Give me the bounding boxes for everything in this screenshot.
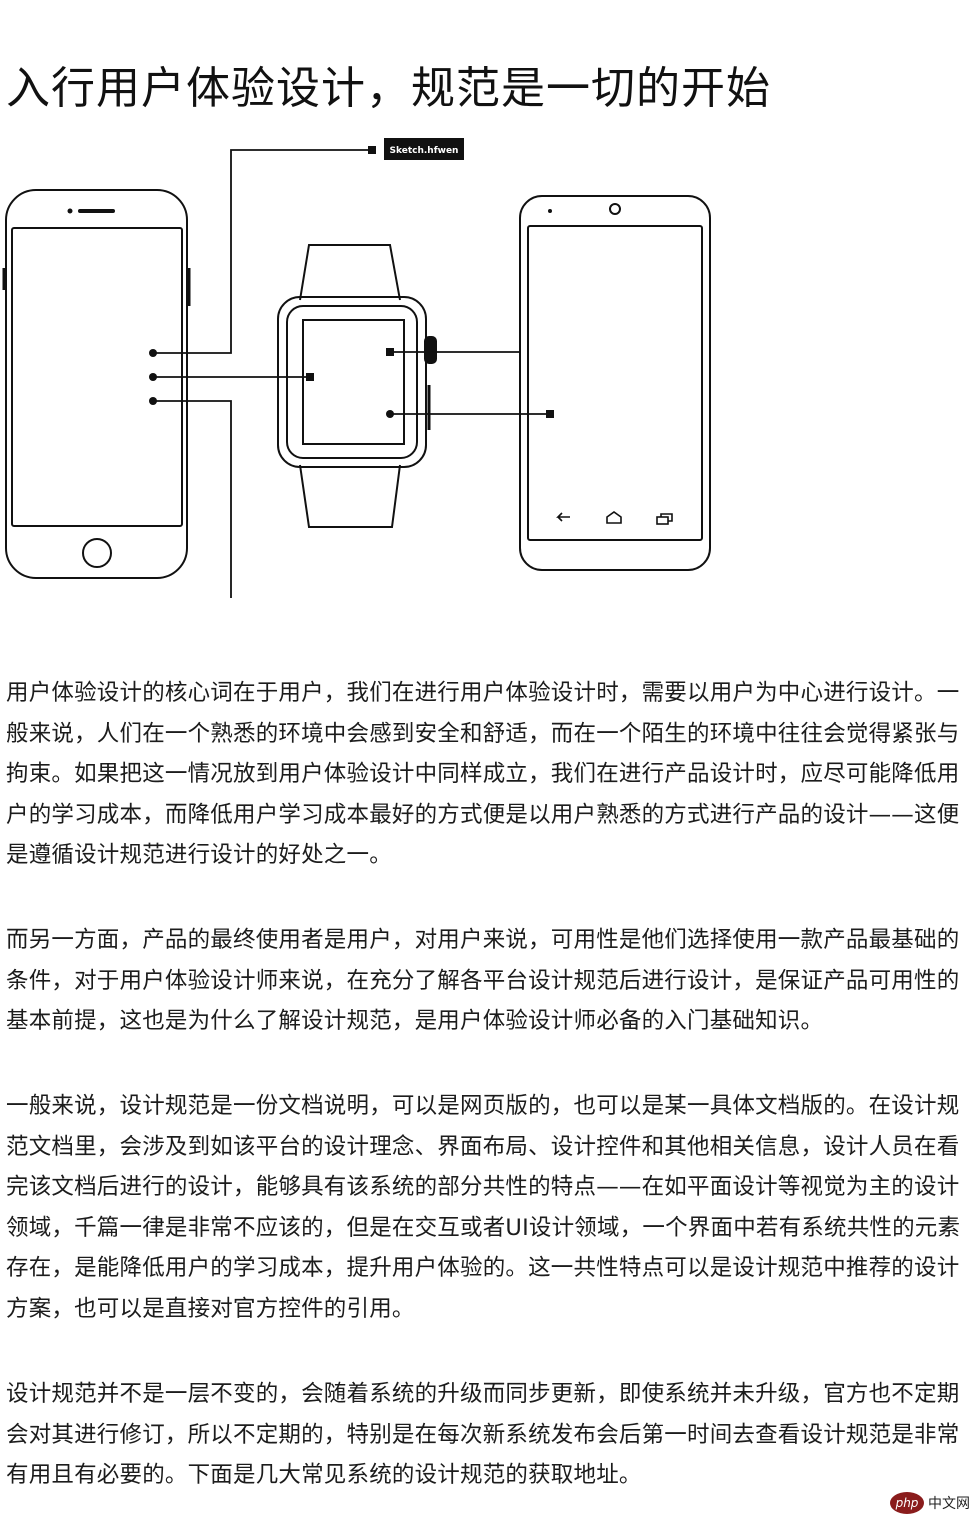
connector-lines: [149, 146, 554, 598]
paragraph-1: 用户体验设计的核心词在于用户，我们在进行用户体验设计时，需要以用户为中心进行设计…: [6, 680, 960, 868]
paragraph-3: 一般来说，设计规范是一份文档说明，可以是网页版的，也可以是某一具体文档版的。在设…: [6, 1093, 961, 1322]
iphone-outline: [2, 189, 191, 579]
watermark-site-text: 中文网: [928, 1496, 970, 1512]
article-title: 入行用户体验设计，规范是一切的开始: [6, 63, 771, 115]
site-watermark: php 中文网: [890, 1492, 970, 1514]
paragraph-2: 而另一方面，产品的最终使用者是用户，对用户来说，可用性是他们选择使用一款产品最基…: [6, 927, 960, 1034]
sketch-label-tag: Sketch.hfwen: [384, 138, 464, 160]
sketch-label-text: Sketch.hfwen: [390, 146, 459, 156]
watch-outline: [277, 244, 437, 528]
php-logo-icon: php: [890, 1492, 924, 1514]
android-outline: [519, 195, 711, 571]
paragraph-4: 设计规范并不是一层不变的，会随着系统的升级而同步更新，即使系统并未升级，官方也不…: [6, 1381, 960, 1488]
device-illustration: Sketch.hfwen: [2, 138, 711, 598]
